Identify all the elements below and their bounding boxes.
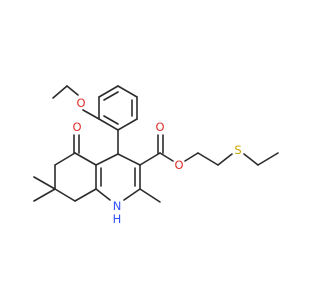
bond bbox=[95, 188, 111, 201]
bond bbox=[82, 109, 100, 120]
bonds-group bbox=[33, 85, 279, 203]
bond bbox=[74, 188, 97, 202]
atom-label: H bbox=[113, 212, 122, 226]
bond bbox=[103, 115, 119, 125]
atom-labels-group: O O O O S N H bbox=[72, 96, 241, 226]
bond bbox=[66, 85, 79, 96]
atom-label: O bbox=[72, 120, 81, 134]
bond bbox=[95, 153, 119, 166]
bond bbox=[33, 188, 56, 202]
atom-oxygen-ether: O bbox=[76, 96, 85, 110]
bond bbox=[139, 188, 161, 203]
bond bbox=[217, 153, 233, 166]
bond bbox=[54, 188, 76, 202]
molecule-canvas: O O O O S N H bbox=[33, 85, 279, 226]
bond bbox=[74, 152, 97, 166]
bond bbox=[197, 152, 219, 166]
atom-label: N bbox=[113, 199, 122, 213]
bond bbox=[98, 118, 119, 131]
bond bbox=[159, 152, 174, 162]
bond bbox=[103, 91, 119, 101]
bond bbox=[117, 153, 141, 166]
molecule-structure-diagram: O O O O S N H bbox=[33, 85, 279, 226]
atom-label: S bbox=[234, 143, 241, 157]
bond bbox=[139, 152, 161, 166]
bond bbox=[54, 152, 76, 166]
atom-sulfur: S bbox=[234, 143, 241, 157]
atom-label: O bbox=[174, 158, 183, 172]
bond bbox=[257, 152, 279, 166]
bond bbox=[117, 118, 138, 131]
bond bbox=[52, 85, 68, 99]
bond bbox=[33, 176, 56, 190]
atom-nitrogen: N H bbox=[113, 199, 122, 226]
bond bbox=[184, 152, 199, 162]
bond bbox=[117, 85, 138, 98]
atom-oxygen-ketone: O bbox=[72, 120, 81, 134]
atom-oxygen-ester: O bbox=[174, 158, 183, 172]
atom-oxygen-carbonyl: O bbox=[155, 120, 164, 134]
bond bbox=[123, 188, 141, 201]
atom-label: O bbox=[76, 96, 85, 110]
bond bbox=[243, 153, 259, 166]
atom-label: O bbox=[155, 120, 164, 134]
bond bbox=[98, 85, 119, 98]
